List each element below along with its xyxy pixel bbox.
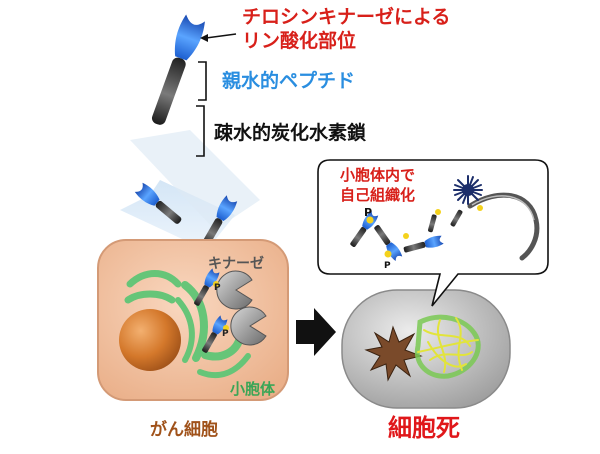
- phospho-site-pointer-head: [200, 34, 208, 42]
- bubble-peptide-4: [428, 214, 437, 233]
- hydrocarbon-chain: [151, 57, 186, 125]
- bubble-phospho-label-1: P: [364, 206, 372, 219]
- bubble-peptide-2: [374, 225, 403, 262]
- phospho-site-pointer: [205, 33, 237, 39]
- phospho-dot-2: [223, 325, 229, 331]
- bubble-peptide-3: [403, 235, 444, 253]
- bubble-phospho-label-2: P: [384, 261, 391, 271]
- self-assembly-label-line2: 自己組織化: [340, 186, 416, 204]
- peptide-in-cell-1: [194, 268, 220, 306]
- nucleus: [119, 309, 181, 371]
- phospho-label-cell-2: P: [222, 329, 229, 339]
- kinase-label: キナーゼ: [208, 256, 264, 272]
- condensed-nucleus: [364, 325, 423, 382]
- nanofiber-aggregate: [414, 314, 481, 379]
- hydrophobic-bracket: [196, 105, 205, 157]
- bubble-phospho-dot-5: [477, 205, 483, 211]
- cancer-cell-label: がん細胞: [150, 420, 218, 440]
- kinase-upper: [216, 270, 253, 310]
- bubble-phospho-dot-1: [366, 216, 374, 224]
- peptide-amphiphile-large: [151, 14, 205, 125]
- peptide-amphiphile-small-1: [134, 182, 182, 224]
- process-arrow: [296, 308, 336, 356]
- phospho-site-label-line2: リン酸化部位: [242, 30, 357, 52]
- hydrophobic-chain-label: 疎水的炭化水素鎖: [214, 122, 367, 144]
- phospho-dot-1: [213, 281, 219, 287]
- bubble-peptide-5: [450, 209, 463, 227]
- bubble-phospho-dot-2: [384, 250, 392, 258]
- phospho-site-label-line1: チロシンキナーゼによる: [242, 6, 451, 28]
- cell-death-label: 細胞死: [388, 414, 460, 442]
- dead-cell: [341, 289, 511, 409]
- bubble-phospho-dot-4: [435, 209, 441, 215]
- peptide-amphiphile-small-2: [202, 195, 238, 246]
- hydrophilic-peptide-label: 親水的ペプチド: [222, 70, 356, 92]
- self-assembly-label-line1: 小胞体内で: [340, 166, 416, 184]
- kinase-lower: [230, 306, 267, 346]
- endoplasmic-reticulum: [124, 270, 251, 379]
- hydrophilic-peptide-tip: [174, 14, 205, 61]
- er-label: 小胞体: [230, 380, 276, 398]
- phospho-label-cell-1: P: [214, 283, 221, 293]
- bubble-spiky-assembly: [453, 175, 483, 205]
- bubble-phospho-dot-3: [403, 233, 409, 239]
- bubble-nanofiber-highlight: [471, 195, 535, 221]
- hydrophilic-bracket: [198, 61, 207, 101]
- peptide-in-cell-2: [202, 315, 228, 353]
